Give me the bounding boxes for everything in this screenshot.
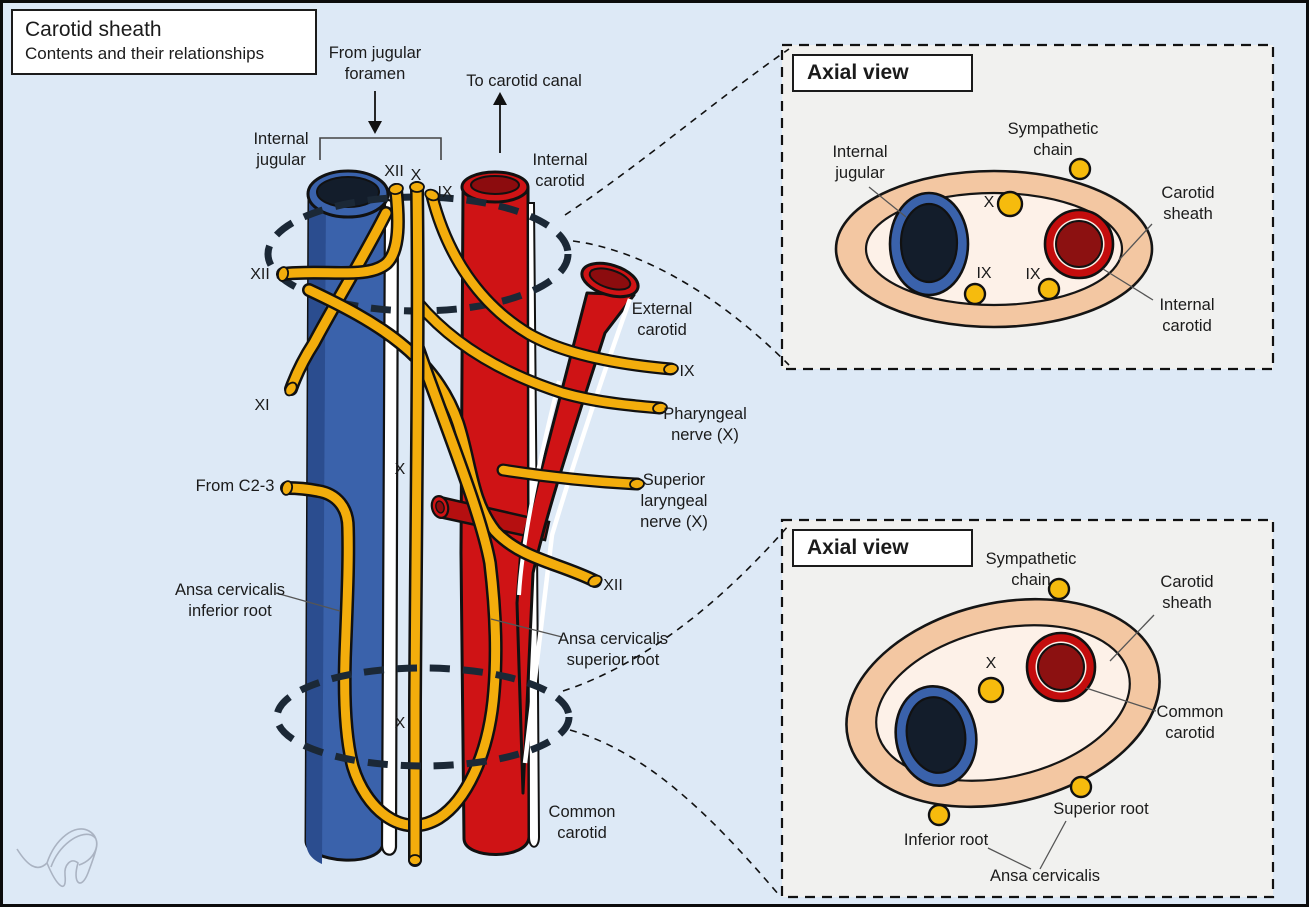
axial-top-ix-dot-right: [1037, 277, 1061, 301]
axial-top-sympathetic-dot: [1068, 157, 1092, 181]
page-subtitle: Contents and their relationships: [25, 44, 265, 63]
axial-bottom-superior-root-dot: [1069, 775, 1093, 799]
nerves: [276, 181, 678, 867]
nerve-end-caps: [276, 181, 679, 866]
axial-bottom-title-box: Axial view: [792, 529, 973, 567]
vagus-nerve-x: [407, 181, 425, 867]
label-pointer-lines: [275, 592, 563, 638]
jugular-foramen-bracket: [319, 91, 442, 160]
ansa-cervicalis-loop: [280, 341, 503, 833]
hypoglossal-nerve-crossing: [302, 283, 602, 588]
axial-top-ix-dot-left: [963, 282, 987, 306]
axial-bottom-sympathetic-dot: [1047, 577, 1071, 601]
artist-signature: [16, 828, 98, 888]
superior-laryngeal-nerve: [496, 463, 644, 491]
pharyngeal-nerve: [411, 296, 667, 415]
hypoglossal-nerve-upper: [276, 183, 405, 281]
axial-top-illustration: [834, 157, 1154, 329]
accessory-nerve-xi: [284, 206, 393, 396]
axial-bottom-title: Axial view: [807, 536, 909, 559]
glossopharyngeal-nerve-ix: [425, 189, 678, 376]
axial-top-vagus-dot: [996, 190, 1024, 218]
title-box: Carotid sheath Contents and their relati…: [11, 9, 317, 75]
diagram-artwork: [16, 43, 1275, 899]
carotid-sheath-lower-ring: [273, 664, 573, 770]
axial-top-title: Axial view: [807, 61, 909, 84]
up-arrow-icon: [493, 92, 507, 105]
page-title: Carotid sheath: [25, 18, 162, 41]
connector-lines: [562, 48, 790, 896]
carotid-canal-arrow: [493, 92, 507, 153]
axial-top-title-box: Axial view: [792, 54, 973, 92]
axial-bottom-vagus-dot: [977, 676, 1005, 704]
axial-bottom-inferior-root-dot: [927, 803, 951, 827]
down-arrow-icon: [368, 121, 382, 134]
axial-bottom-illustration: [845, 577, 1161, 870]
